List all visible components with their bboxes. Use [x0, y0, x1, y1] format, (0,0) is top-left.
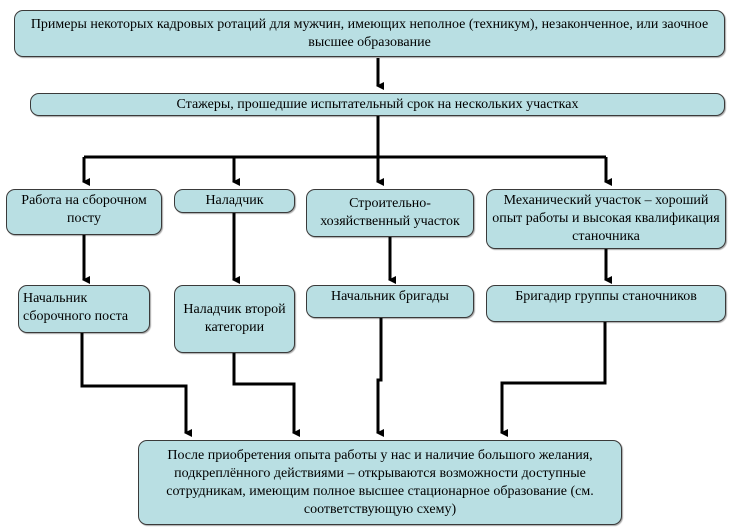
connector-branch-3-to-result: [376, 318, 384, 437]
brigade-chief-node: Начальник бригады: [306, 285, 474, 318]
branch-mechanical-node: Механический участок – хороший опыт рабо…: [486, 189, 726, 249]
connector-branch-2-to-result: [232, 352, 300, 437]
assembly-chief-node: Начальник сборочного поста: [18, 285, 150, 333]
branch-construction-node: Строительно-хозяйственный участок: [306, 189, 474, 237]
connector-branch-1-to-result: [80, 332, 192, 437]
branch-assembly-node: Работа на сборочном посту: [6, 189, 162, 235]
machinist-foreman-node: Бригадир группы станочников: [486, 285, 726, 322]
trainees-node: Стажеры, прошедшие испытательный срок на…: [30, 93, 725, 116]
root-node: Примеры некоторых кадровых ротаций для м…: [14, 10, 725, 57]
result-node: После приобретения опыта работы у нас и …: [138, 440, 622, 525]
connector-branch-4-to-result: [500, 322, 607, 437]
branch-adjuster-node: Наладчик: [174, 189, 295, 213]
adjuster-second-category-node: Наладчик второй категории: [174, 285, 295, 353]
